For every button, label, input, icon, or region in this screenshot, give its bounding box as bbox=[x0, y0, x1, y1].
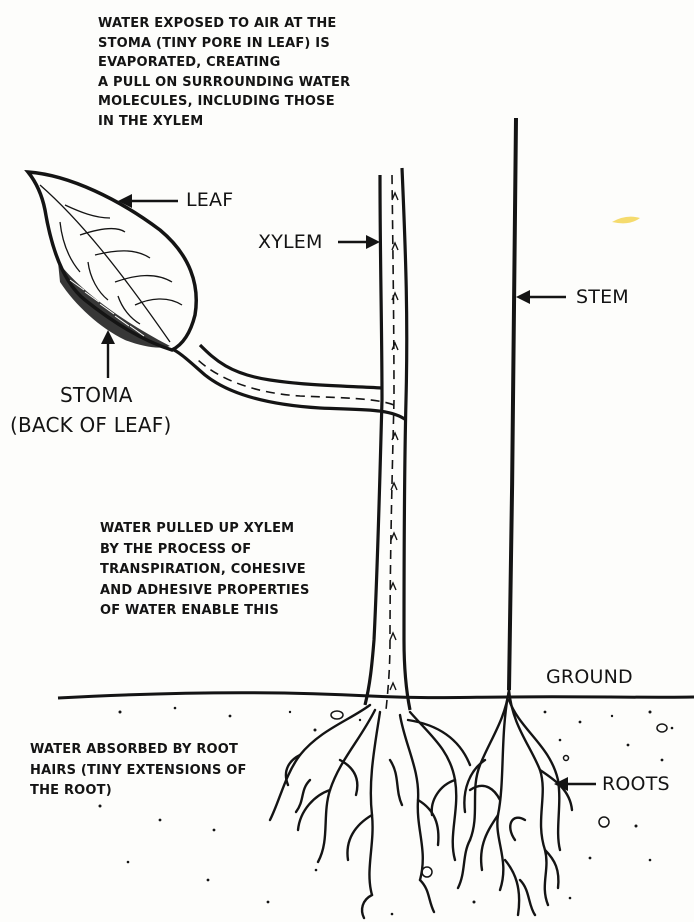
middle-note-line: TRANSPIRATION, COHESIVE bbox=[100, 560, 310, 581]
branch-upper bbox=[200, 345, 382, 388]
left-roots bbox=[270, 705, 470, 918]
paper-smudge bbox=[612, 217, 640, 224]
stem-label: STEM bbox=[576, 285, 629, 309]
middle-note-line: WATER PULLED UP XYLEM bbox=[100, 519, 310, 540]
stoma-label: STOMA (BACK OF LEAF) bbox=[50, 380, 171, 440]
top-note-line: A PULL ON SURROUNDING WATER bbox=[98, 73, 350, 93]
xylem-vessel-line bbox=[386, 175, 394, 710]
bottom-note: WATER ABSORBED BY ROOT HAIRS (TINY EXTEN… bbox=[30, 740, 247, 802]
xylem-stem-outer-right bbox=[402, 168, 410, 710]
xylem-flow-arrows bbox=[390, 193, 398, 690]
roots-label: ROOTS bbox=[602, 772, 670, 796]
ground-label: GROUND bbox=[546, 665, 633, 689]
stem-line bbox=[509, 118, 516, 690]
xylem-stem-outer-left bbox=[365, 175, 382, 705]
soil-speckles bbox=[99, 707, 674, 916]
xylem-label: XYLEM bbox=[258, 230, 323, 254]
right-roots bbox=[458, 690, 572, 915]
middle-note: WATER PULLED UP XYLEM BY THE PROCESS OF … bbox=[100, 519, 310, 622]
bottom-note-line: HAIRS (TINY EXTENSIONS OF bbox=[30, 761, 247, 782]
stoma-label-line2: (BACK OF LEAF) bbox=[10, 410, 171, 440]
top-note-line: WATER EXPOSED TO AIR AT THE bbox=[98, 14, 350, 34]
top-note: WATER EXPOSED TO AIR AT THE STOMA (TINY … bbox=[98, 14, 350, 131]
top-note-line: EVAPORATED, CREATING bbox=[98, 53, 350, 73]
bottom-note-line: THE ROOT) bbox=[30, 781, 247, 802]
bottom-note-line: WATER ABSORBED BY ROOT bbox=[30, 740, 247, 761]
middle-note-line: AND ADHESIVE PROPERTIES bbox=[100, 581, 310, 602]
branch-lower bbox=[170, 348, 406, 420]
leaf-label: LEAF bbox=[186, 188, 233, 212]
middle-note-line: BY THE PROCESS OF bbox=[100, 540, 310, 561]
top-note-line: MOLECULES, INCLUDING THOSE bbox=[98, 92, 350, 112]
stoma-label-line1: STOMA bbox=[50, 380, 171, 410]
ground-line bbox=[58, 693, 694, 698]
middle-note-line: OF WATER ENABLE THIS bbox=[100, 601, 310, 622]
top-note-line: STOMA (TINY PORE IN LEAF) IS bbox=[98, 34, 350, 54]
top-note-line: IN THE XYLEM bbox=[98, 112, 350, 132]
